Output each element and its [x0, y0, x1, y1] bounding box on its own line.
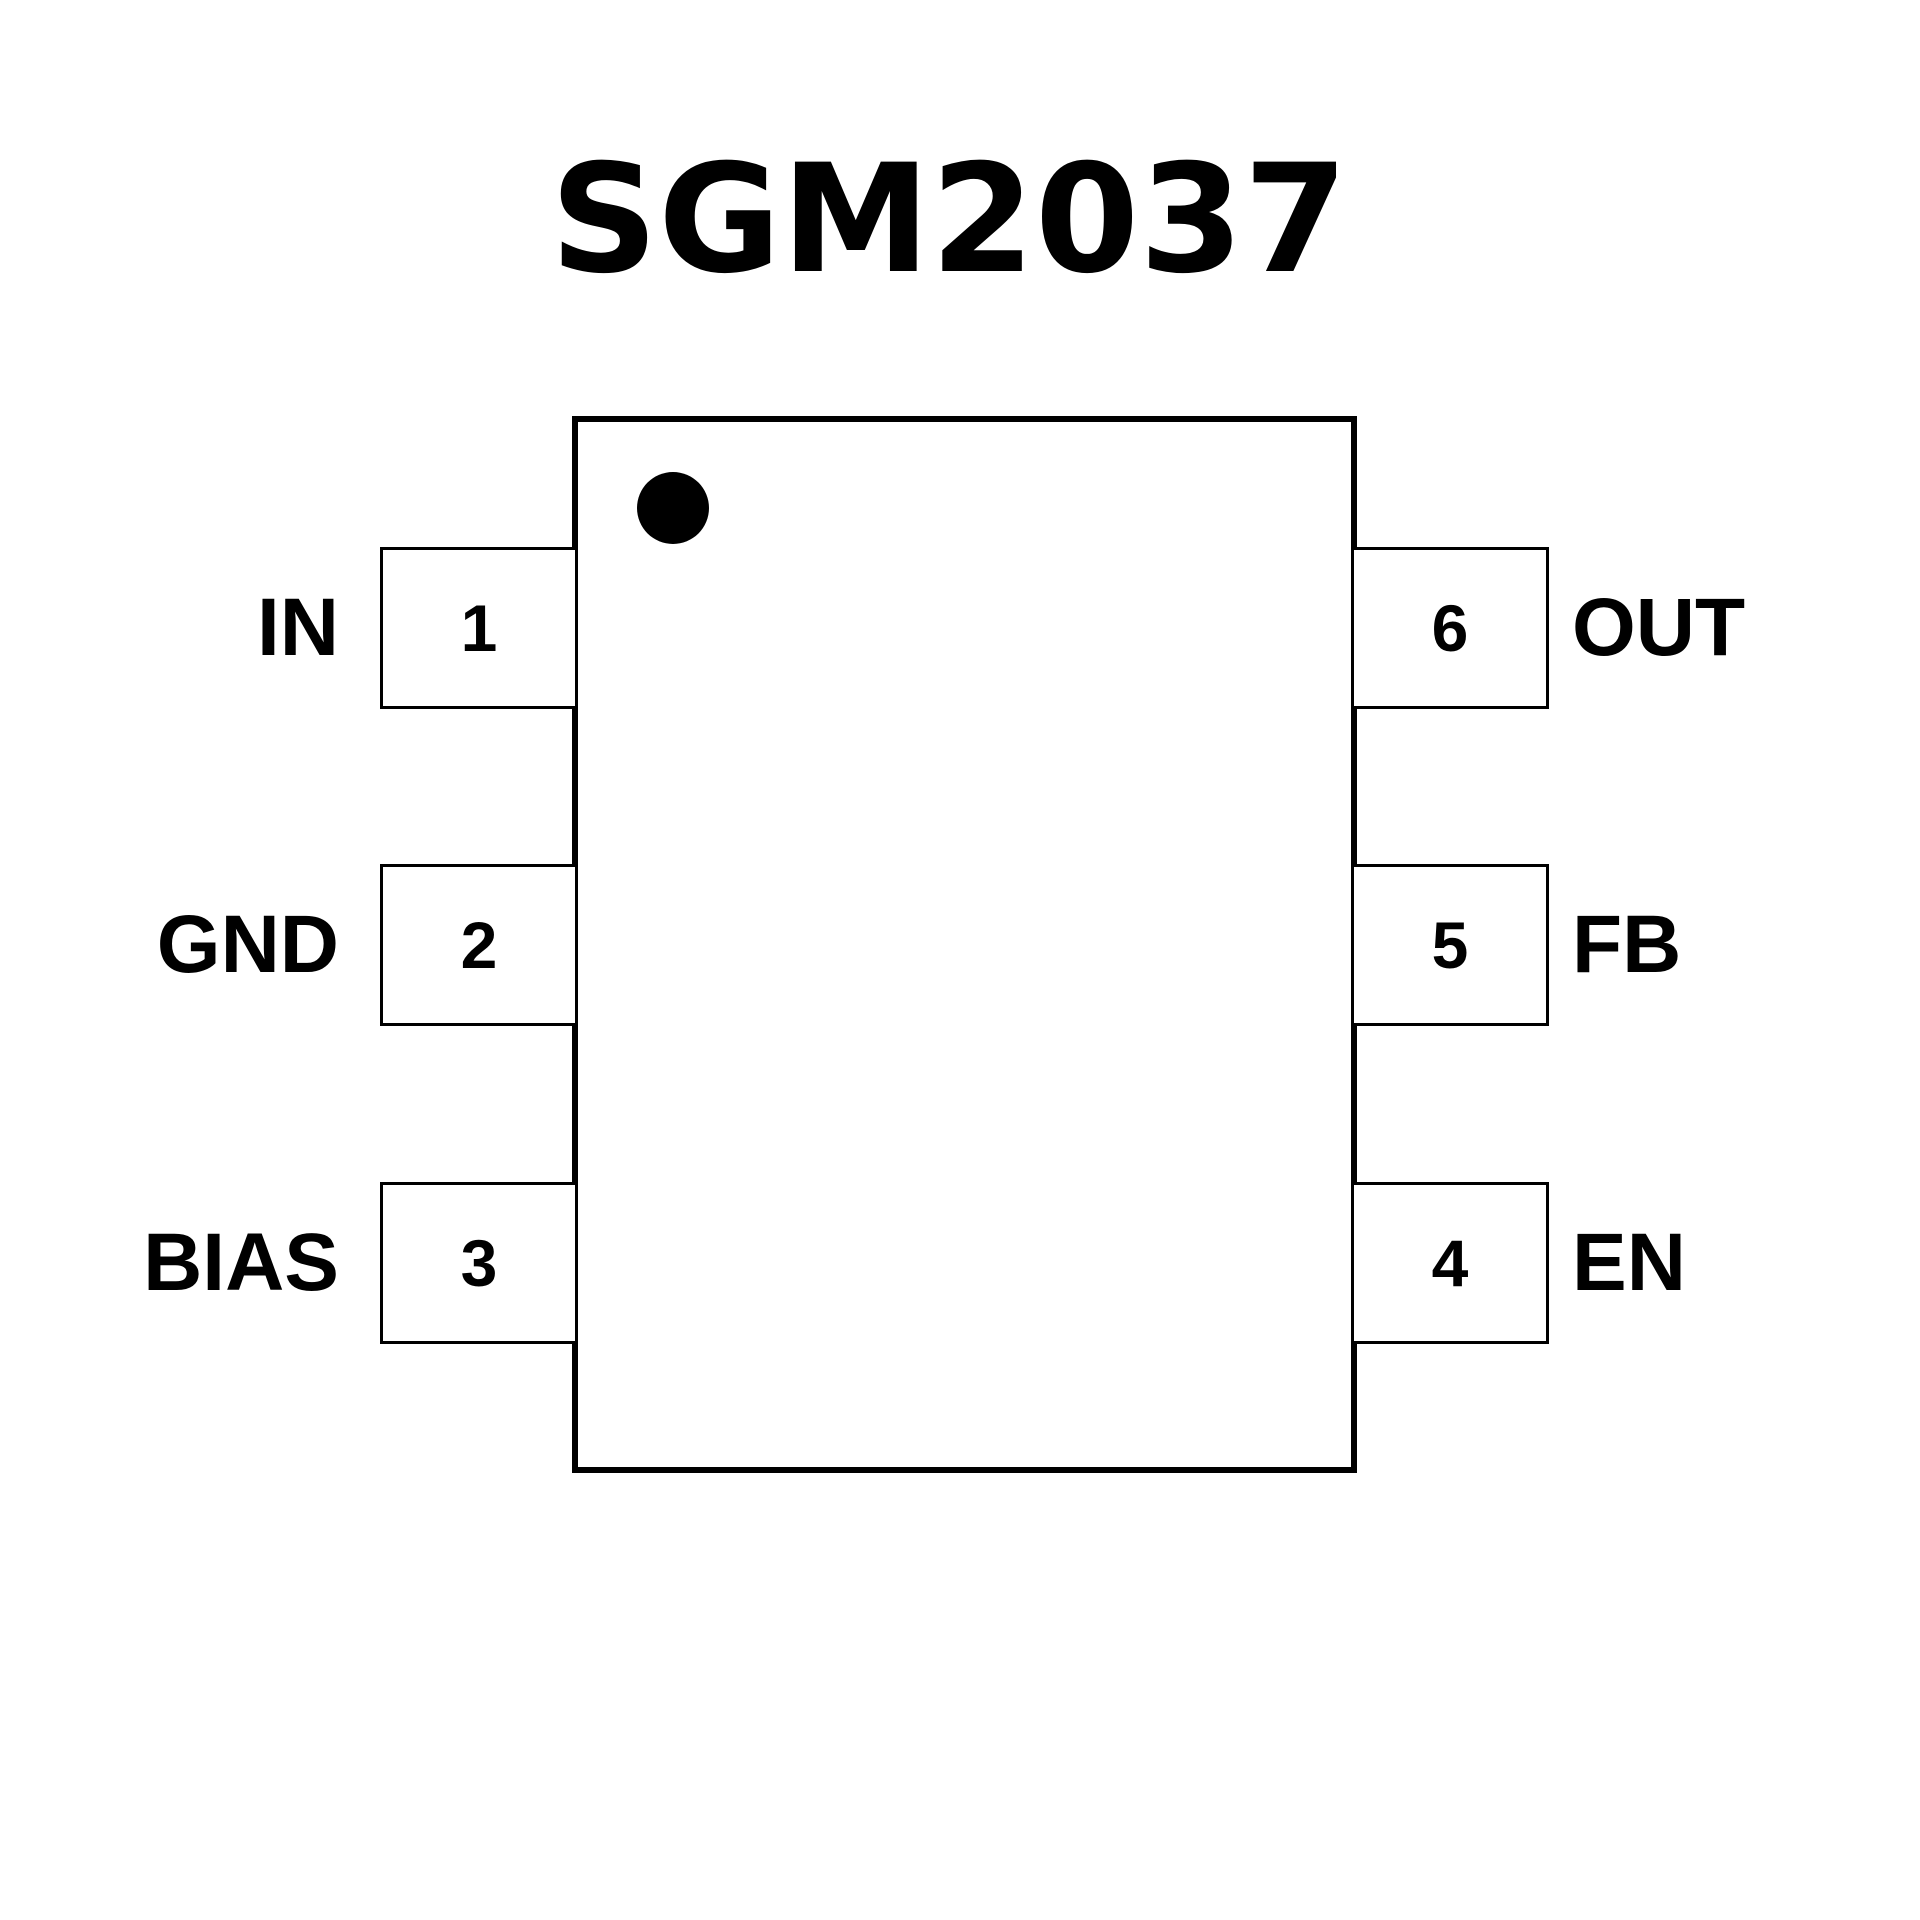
pin-label-gnd: GND: [156, 899, 339, 990]
pin-2: 2: [380, 864, 575, 1026]
pin-label-en: EN: [1572, 1217, 1686, 1308]
pin-4: 4: [1354, 1182, 1549, 1344]
pin-6: 6: [1354, 547, 1549, 709]
pin-label-bias: BIAS: [143, 1217, 339, 1308]
chip-title: SGM2037: [550, 133, 1348, 307]
pin-3: 3: [380, 1182, 575, 1344]
pin1-indicator-dot: [637, 472, 709, 544]
pin-label-in: IN: [257, 582, 339, 673]
pin-label-fb: FB: [1572, 899, 1682, 990]
pin-5: 5: [1354, 864, 1549, 1026]
pin-label-out: OUT: [1572, 582, 1746, 673]
chip-package-body: [572, 416, 1357, 1473]
pin-1: 1: [380, 547, 575, 709]
